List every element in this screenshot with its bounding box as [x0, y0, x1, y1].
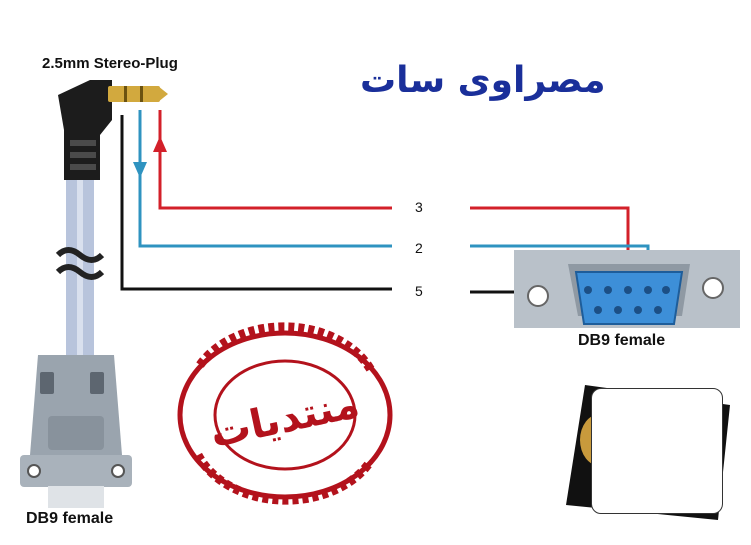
db9-left-label: DB9 female: [26, 510, 114, 527]
pin-label-2: 2: [415, 240, 423, 256]
db9-connector-right: [514, 250, 740, 328]
stereo-plug-label: 2.5mm Stereo-Plug: [42, 55, 178, 72]
stereo-plug-icon: [58, 80, 168, 180]
db9-connector-left: [20, 355, 132, 508]
db9-right-label: DB9 female: [578, 332, 666, 349]
title-arabic: مصراوى سات: [360, 60, 606, 101]
stamp-seal: منتديات: [177, 322, 393, 505]
white-card: [591, 388, 723, 514]
pin-label-5: 5: [415, 283, 423, 299]
cable-break-icon: [55, 247, 105, 280]
pin-label-3: 3: [415, 199, 423, 215]
svg-text:منتديات: منتديات: [206, 381, 363, 457]
